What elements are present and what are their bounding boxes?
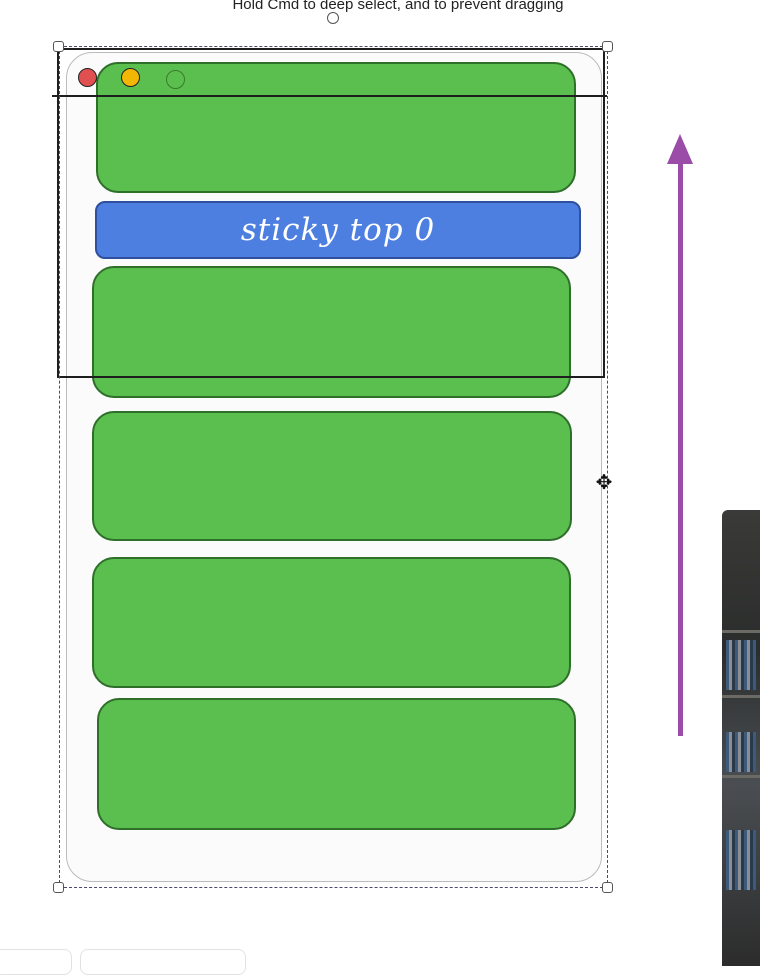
selection-hint: Hold Cmd to deep select, and to prevent …	[232, 0, 564, 13]
maximize-dot-icon	[166, 70, 185, 89]
resize-handle-bottom-left[interactable]	[53, 882, 64, 893]
resize-handle-top-left[interactable]	[53, 41, 64, 52]
scroll-up-arrow-shaft	[678, 158, 683, 736]
content-card-5[interactable]	[97, 698, 576, 830]
content-card-3[interactable]	[92, 411, 572, 541]
browser-viewport-outline	[57, 48, 605, 378]
sticky-header[interactable]: sticky top 0	[95, 201, 581, 259]
rotate-handle-icon[interactable]	[327, 12, 339, 24]
sticky-header-label: sticky top 0	[240, 212, 436, 248]
bottom-tab-2[interactable]	[80, 949, 246, 975]
close-dot-icon	[78, 68, 97, 87]
content-card-4[interactable]	[92, 557, 571, 688]
selection-box	[59, 46, 608, 888]
minimize-dot-icon	[121, 68, 140, 87]
webcam-overlay	[722, 510, 760, 966]
move-cursor-icon: ✥	[595, 470, 613, 494]
resize-handle-bottom-right[interactable]	[602, 882, 613, 893]
bottom-tab-1[interactable]	[0, 949, 72, 975]
resize-handle-top-right[interactable]	[602, 41, 613, 52]
browser-toolbar-line	[52, 95, 607, 97]
